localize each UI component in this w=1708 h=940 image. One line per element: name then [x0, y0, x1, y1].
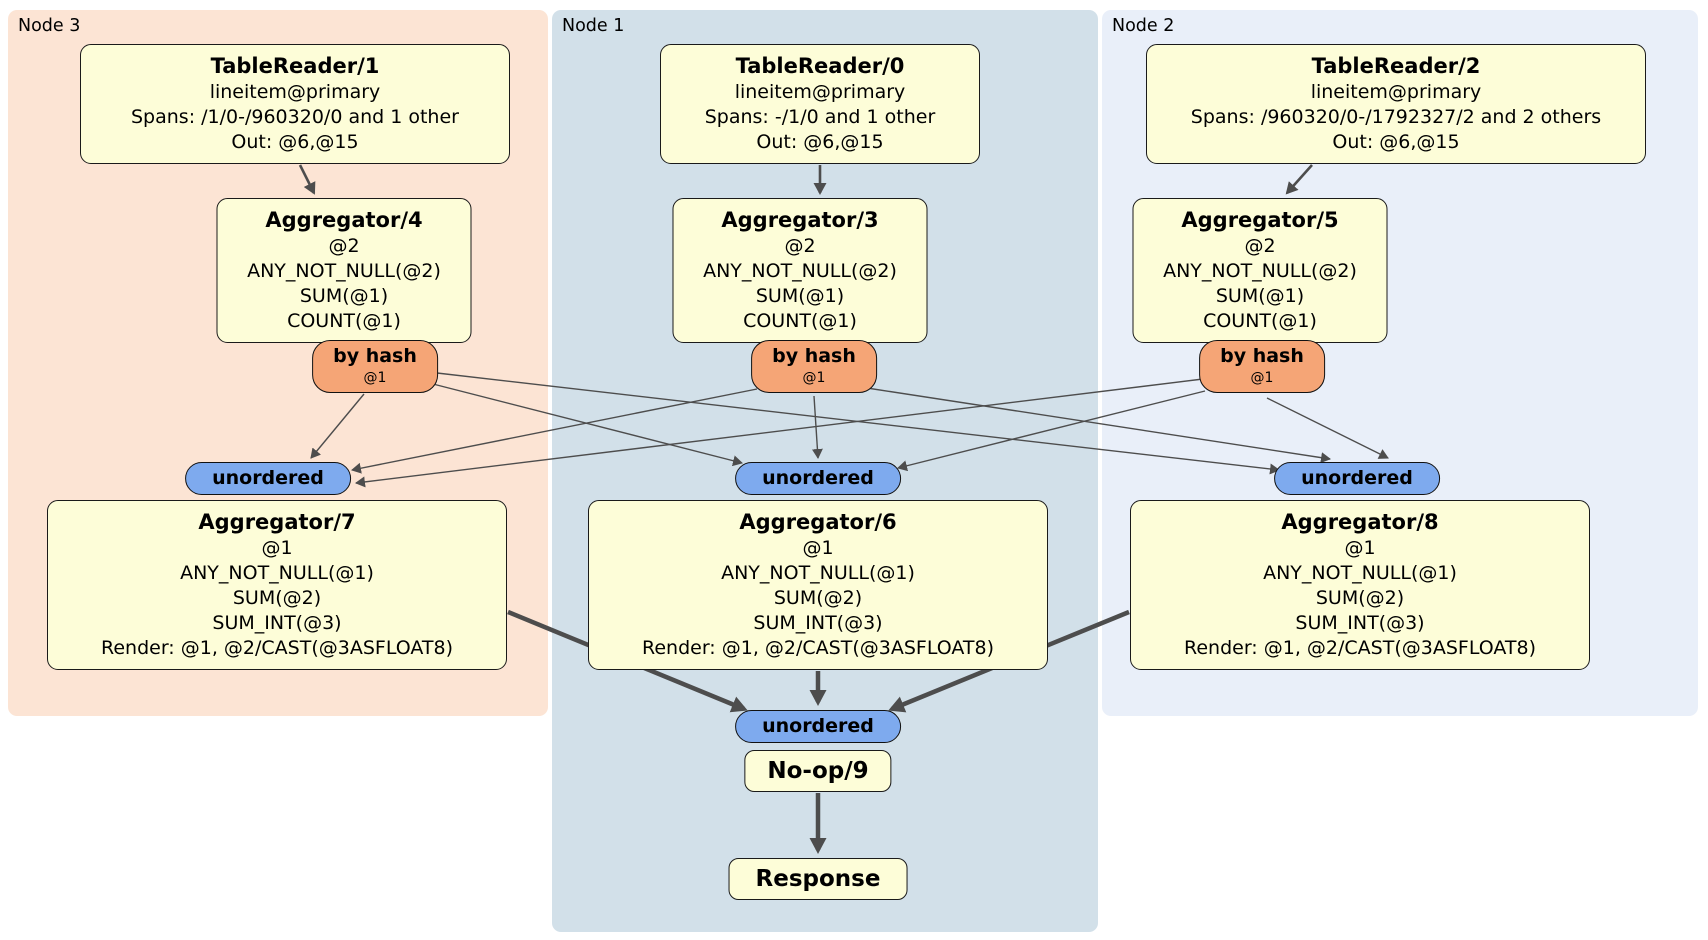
hash-router-node3: by hash @1 [312, 340, 438, 393]
sync-label: unordered [762, 467, 874, 489]
processor-detail: Spans: /1/0-/960320/0 and 1 other [131, 106, 459, 128]
hash-router-node2: by hash @1 [1199, 340, 1325, 393]
router-label: by hash [333, 345, 417, 367]
node1-label: Node 1 [562, 16, 625, 36]
processor-aggregator-6: Aggregator/6 @1 ANY_NOT_NULL(@1) SUM(@2)… [588, 500, 1048, 670]
processor-title: Aggregator/5 [1181, 208, 1339, 232]
processor-detail: ANY_NOT_NULL(@2) [703, 260, 897, 282]
processor-detail: COUNT(@1) [1203, 310, 1317, 332]
processor-detail: SUM(@1) [755, 285, 845, 307]
processor-detail: @2 [784, 235, 816, 257]
sync-label: unordered [762, 715, 874, 737]
sync-label: unordered [212, 467, 324, 489]
processor-detail: COUNT(@1) [287, 310, 401, 332]
processor-detail: Spans: /960320/0-/1792327/2 and 2 others [1190, 106, 1602, 128]
hash-router-node1: by hash @1 [751, 340, 877, 393]
processor-detail: ANY_NOT_NULL(@1) [180, 562, 374, 584]
processor-title: TableReader/2 [1311, 54, 1481, 78]
processor-detail: Out: @6,@15 [231, 131, 359, 153]
processor-detail: lineitem@primary [209, 81, 381, 103]
processor-detail: COUNT(@1) [743, 310, 857, 332]
processor-detail: SUM_INT(@3) [753, 612, 883, 634]
processor-detail: ANY_NOT_NULL(@1) [1263, 562, 1457, 584]
router-label: by hash [1220, 345, 1304, 367]
processor-detail: Render: @1, @2/CAST(@3ASFLOAT8) [101, 637, 453, 659]
unordered-sync-node1: unordered [735, 462, 901, 495]
processor-tablereader-2: TableReader/2 lineitem@primary Spans: /9… [1146, 44, 1646, 164]
processor-detail: ANY_NOT_NULL(@1) [721, 562, 915, 584]
unordered-sync-node3: unordered [185, 462, 351, 495]
processor-title: TableReader/1 [210, 54, 380, 78]
processor-aggregator-4: Aggregator/4 @2 ANY_NOT_NULL(@2) SUM(@1)… [216, 198, 472, 343]
processor-detail: ANY_NOT_NULL(@2) [1163, 260, 1357, 282]
processor-detail: Out: @6,@15 [1332, 131, 1460, 153]
processor-title: Aggregator/6 [739, 510, 897, 534]
unordered-sync-output: unordered [735, 710, 901, 743]
processor-detail: SUM(@2) [232, 587, 322, 609]
unordered-sync-node2: unordered [1274, 462, 1440, 495]
processor-aggregator-8: Aggregator/8 @1 ANY_NOT_NULL(@1) SUM(@2)… [1130, 500, 1590, 670]
processor-tablereader-0: TableReader/0 lineitem@primary Spans: -/… [660, 44, 980, 164]
processor-title: Aggregator/3 [721, 208, 879, 232]
processor-detail: @2 [1244, 235, 1276, 257]
processor-detail: Spans: -/1/0 and 1 other [704, 106, 936, 128]
processor-detail: lineitem@primary [1310, 81, 1482, 103]
processor-detail: lineitem@primary [734, 81, 906, 103]
router-detail: @1 [802, 370, 826, 386]
processor-detail: @2 [328, 235, 360, 257]
processor-title: Response [755, 866, 881, 892]
processor-title: Aggregator/7 [198, 510, 356, 534]
processor-detail: Out: @6,@15 [756, 131, 884, 153]
processor-title: Aggregator/8 [1281, 510, 1439, 534]
processor-aggregator-5: Aggregator/5 @2 ANY_NOT_NULL(@2) SUM(@1)… [1132, 198, 1388, 343]
processor-detail: SUM(@2) [1315, 587, 1405, 609]
router-detail: @1 [363, 370, 387, 386]
processor-detail: SUM_INT(@3) [212, 612, 342, 634]
processor-title: No-op/9 [767, 758, 869, 784]
processor-detail: @1 [802, 537, 834, 559]
processor-detail: SUM(@2) [773, 587, 863, 609]
processor-detail: SUM(@1) [299, 285, 389, 307]
processor-tablereader-1: TableReader/1 lineitem@primary Spans: /1… [80, 44, 510, 164]
node3-label: Node 3 [18, 16, 81, 36]
processor-title: TableReader/0 [735, 54, 905, 78]
processor-detail: @1 [261, 537, 293, 559]
processor-aggregator-3: Aggregator/3 @2 ANY_NOT_NULL(@2) SUM(@1)… [672, 198, 928, 343]
processor-aggregator-7: Aggregator/7 @1 ANY_NOT_NULL(@1) SUM(@2)… [47, 500, 507, 670]
processor-noop-9: No-op/9 [744, 750, 892, 792]
processor-detail: Render: @1, @2/CAST(@3ASFLOAT8) [642, 637, 994, 659]
processor-detail: @1 [1344, 537, 1376, 559]
processor-detail: SUM(@1) [1215, 285, 1305, 307]
processor-detail: Render: @1, @2/CAST(@3ASFLOAT8) [1184, 637, 1536, 659]
processor-title: Aggregator/4 [265, 208, 423, 232]
node2-label: Node 2 [1112, 16, 1175, 36]
processor-detail: SUM_INT(@3) [1295, 612, 1425, 634]
processor-response: Response [728, 858, 908, 900]
router-label: by hash [772, 345, 856, 367]
router-detail: @1 [1250, 370, 1274, 386]
processor-detail: ANY_NOT_NULL(@2) [247, 260, 441, 282]
sync-label: unordered [1301, 467, 1413, 489]
